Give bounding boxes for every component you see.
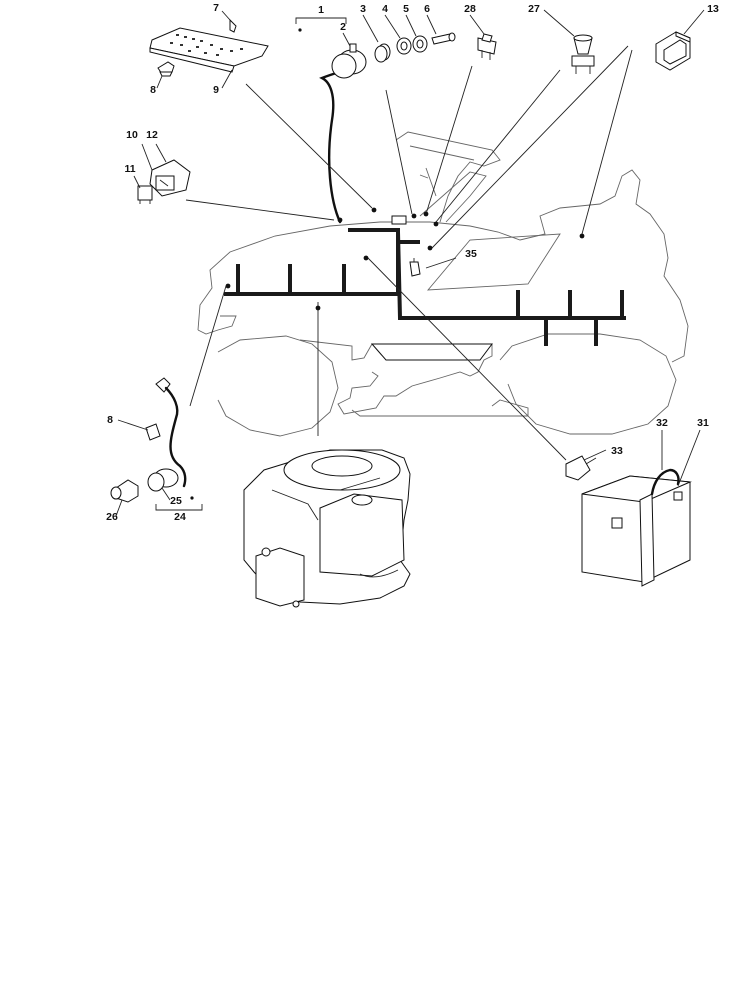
headlight-socket (147, 468, 179, 492)
tractor-outline (197, 131, 689, 437)
callout-26: 26 (106, 511, 118, 523)
ignition-key (431, 32, 456, 45)
harness-clip (409, 258, 421, 277)
rocker-switch (477, 33, 497, 60)
push-button-switch (571, 34, 595, 74)
callout-leaders (115, 9, 705, 517)
callout-13: 13 (707, 3, 719, 15)
bracket-24 (155, 504, 203, 511)
battery-terminal-cap (565, 455, 591, 481)
callout-27: 27 (528, 3, 540, 15)
headlight-wire (155, 377, 187, 488)
deck-outline (299, 339, 493, 415)
callout-35: 35 (465, 248, 477, 260)
ignition-switch (331, 43, 367, 79)
callout-9: 9 (213, 84, 219, 96)
callout-25: 25 (170, 495, 182, 507)
callout-11: 11 (124, 163, 135, 175)
callout-8-headlight: 8 (107, 414, 113, 426)
callout-4: 4 (382, 3, 388, 15)
circuit-board (149, 18, 269, 73)
headlight-clip (145, 423, 161, 441)
callout-33: 33 (611, 445, 623, 457)
board-clip (157, 61, 175, 77)
switch-bushing (374, 43, 391, 63)
battery-terminal-wire (650, 468, 680, 496)
harness-connector (391, 215, 407, 225)
deck-plate (370, 343, 493, 361)
harness-dash-link (348, 228, 420, 244)
switch-washer (396, 37, 412, 55)
leader-lines (185, 45, 633, 465)
harness-ignition-lead (319, 68, 348, 224)
callout-12: 12 (146, 129, 158, 141)
tractor-hood-outline (197, 169, 689, 363)
callout-2: 2 (340, 21, 346, 33)
callout-7: 7 (213, 2, 219, 14)
main-wiring-harness (224, 68, 626, 346)
callout-32: 32 (656, 417, 668, 429)
bracket-1 (295, 17, 347, 24)
harness-trunk (224, 229, 626, 320)
deck-bottom-outline (351, 399, 529, 417)
front-bumper-outline (197, 315, 237, 335)
callout-6: 6 (424, 3, 430, 15)
switch-nut (412, 35, 428, 53)
battery-strap (639, 493, 655, 587)
relay-connector (137, 185, 153, 204)
marker-dots (190, 28, 585, 500)
dash-panel-outline (419, 171, 561, 291)
rear-wheel-outline (499, 333, 677, 435)
callout-28: 28 (464, 3, 476, 15)
battery (581, 475, 692, 583)
callout-8-board: 8 (150, 84, 156, 96)
callout-3: 3 (360, 3, 366, 15)
headlight-bulb (110, 479, 139, 503)
callout-1: 1 (318, 4, 324, 16)
callout-5: 5 (403, 3, 409, 15)
steering-wheel-outline (395, 131, 501, 223)
board-screw (229, 18, 237, 33)
callout-31: 31 (697, 417, 709, 429)
relay-module (149, 159, 191, 197)
callout-24: 24 (174, 511, 186, 523)
callout-10: 10 (126, 129, 138, 141)
seat-switch (655, 31, 691, 71)
front-wheel-outline (217, 335, 339, 437)
callouts: 1 2 3 4 5 6 7 8 9 10 11 12 13 24 25 26 2… (106, 2, 719, 523)
engine (243, 449, 411, 608)
